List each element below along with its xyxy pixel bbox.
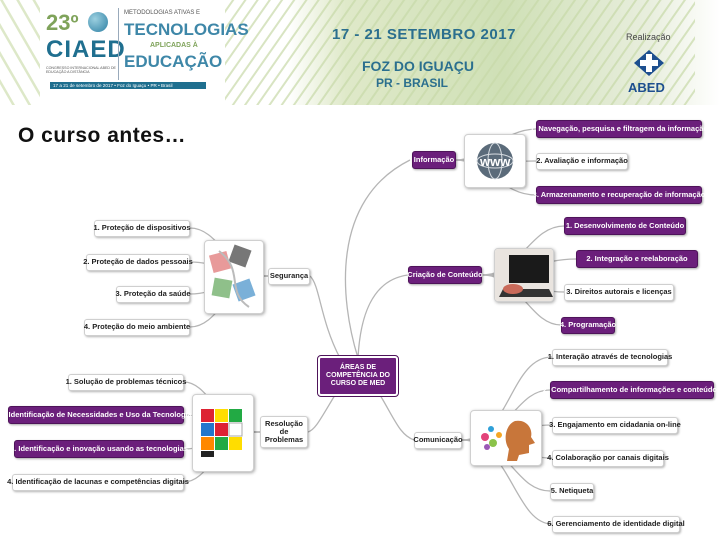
cubes-icon (208, 244, 256, 308)
event-dates-small: 17 a 21 de setembro de 2017 • Foz do Igu… (50, 82, 206, 89)
resolucao-item-3: 3. Identificação e inovação usando as te… (10, 440, 188, 458)
resolucao-item-4: 4. Identificação de lacunas e competênci… (7, 474, 189, 491)
event-name: CIAED (46, 36, 126, 63)
branch-comunicacao: Comunicação (413, 432, 463, 449)
rubik-cube-icon (201, 409, 243, 457)
event-banner: 23º CIAED CONGRESSO INTERNACIONAL ABED D… (0, 0, 720, 105)
mindmap-center-node: ÁREAS DE COMPETÊNCIA DO CURSO DE MED (317, 355, 399, 397)
security-image (204, 240, 264, 314)
svg-text:www: www (479, 154, 511, 169)
seguranca-item-2: 2. Proteção de dados pessoais (83, 254, 193, 271)
seguranca-item-3: 3. Proteção da saúde (115, 286, 191, 303)
criacao-item-1: 1. Desenvolvimento de Conteúdo (564, 217, 686, 235)
comunicacao-item-2: 2. Compartilhamento de informações e con… (543, 381, 720, 399)
laptop-image (494, 248, 554, 302)
www-globe-image: www (464, 134, 526, 188)
seguranca-item-1: 1. Proteção de dispositivos (93, 220, 191, 237)
branch-resolucao: Resolução de Problemas (260, 416, 308, 448)
theme-line-1: METODOLOGIAS ATIVAS E (124, 10, 201, 16)
informacao-item-2: 2. Avaliação e informação (536, 153, 628, 170)
criacao-item-2: 2. Integração e reelaboração (576, 250, 698, 268)
theme-line-2: TECNOLOGIAS (124, 20, 249, 39)
org-name: ABED (628, 80, 665, 95)
slide-title: O curso antes… (18, 124, 187, 147)
globe-icon (88, 12, 108, 32)
ciaed-logo: 23º CIAED CONGRESSO INTERNACIONAL ABED D… (44, 8, 125, 98)
theme-line-3: APLICADAS À (150, 42, 198, 49)
communication-image (470, 410, 542, 466)
realizacao-label: Realização (626, 32, 671, 42)
www-globe-icon: www (476, 142, 514, 180)
informacao-item-1: 1. Navegação, pesquisa e filtragem da in… (530, 120, 708, 138)
banner-divider (118, 8, 119, 80)
branch-criacao: Criação de Conteúdo (407, 266, 483, 284)
rubik-cube-image (192, 394, 254, 472)
location-line-2: PR - BRASIL (376, 76, 448, 90)
criacao-item-4: 4. Programação (560, 317, 616, 334)
branch-seguranca: Segurança (268, 268, 310, 285)
comunicacao-item-6: 6. Gerenciamento de identidade digital (547, 516, 685, 533)
speaking-head-icon (481, 420, 535, 461)
criacao-item-3: 3. Direitos autorais e licenças (564, 284, 674, 301)
location-line-1: FOZ DO IGUAÇU (362, 58, 474, 74)
event-dates: 17 - 21 SETEMBRO 2017 (332, 26, 516, 43)
comunicacao-item-4: 4. Colaboração por canais digitais (547, 450, 669, 467)
laptop-icon (495, 249, 553, 301)
edition-number: 23º (46, 10, 79, 35)
resolucao-item-1: 1. Solução de problemas técnicos (66, 374, 186, 391)
resolucao-item-2: 2. Identificação de Necessidades e Uso d… (0, 406, 192, 424)
branch-informacao: Informação (412, 151, 456, 169)
informacao-item-3: 3. Armazenamento e recuperação de inform… (533, 186, 705, 204)
comunicacao-item-1: 1. Interação através de tecnologias (548, 349, 672, 366)
event-fullname: CONGRESSO INTERNACIONAL ABED DE EDUCAÇÃO… (46, 66, 116, 75)
comunicacao-item-3: 3. Engajamento em cidadania on-line (549, 417, 681, 434)
theme-line-4: EDUCAÇÃO (124, 52, 223, 71)
comunicacao-item-5: 5. Netiqueta (550, 483, 594, 500)
banner-stripes (0, 0, 695, 105)
seguranca-item-4: 4. Proteção do meio ambiente (84, 319, 190, 336)
abed-logo-icon (634, 50, 664, 76)
